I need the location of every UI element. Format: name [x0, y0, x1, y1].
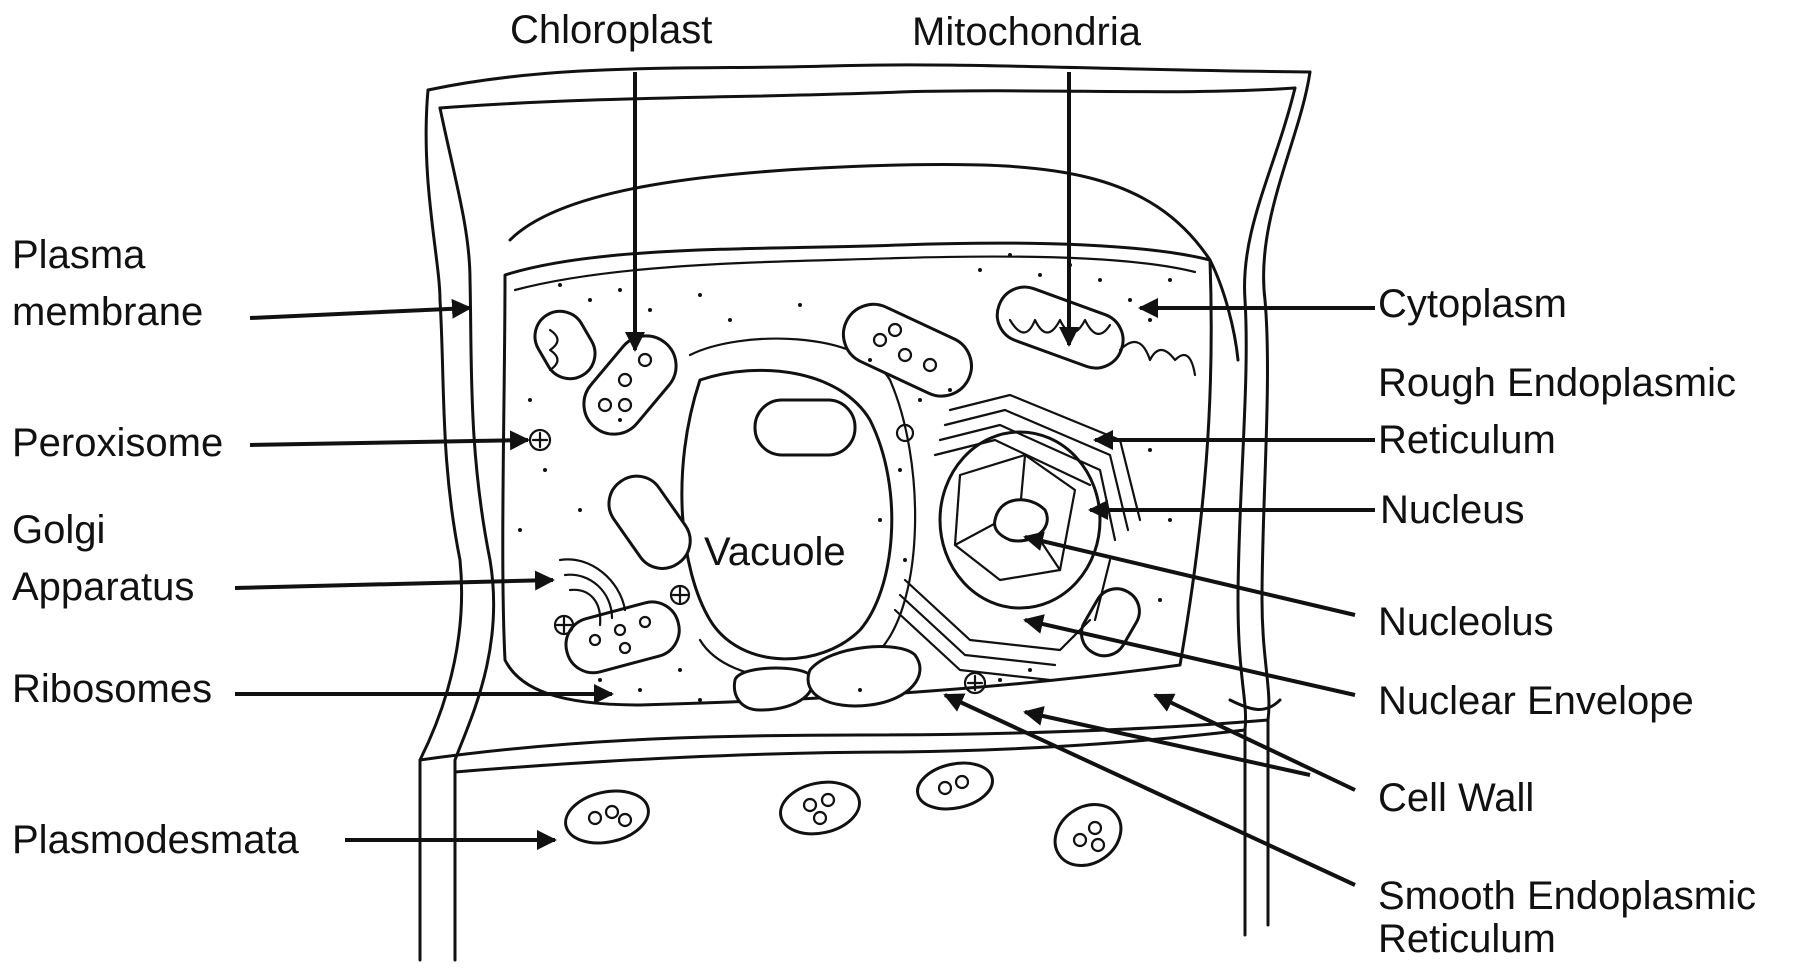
label-rough-er-line2: Reticulum [1378, 412, 1556, 469]
label-golgi-line2: Apparatus [12, 559, 194, 616]
label-mitochondria: Mitochondria [912, 4, 1141, 61]
label-vacuole: Vacuole [704, 524, 846, 581]
label-cytoplasm: Cytoplasm [1378, 276, 1567, 333]
label-plasmodesmata: Plasmodesmata [12, 812, 299, 869]
label-rough-er-line1: Rough Endoplasmic [1378, 355, 1736, 412]
label-cell-wall: Cell Wall [1378, 770, 1534, 827]
label-nuclear-envelope: Nuclear Envelope [1378, 673, 1694, 730]
leader-nuclear-envelope [1025, 620, 1355, 695]
label-chloroplast: Chloroplast [510, 2, 712, 59]
cell-wall-drawing [420, 65, 1310, 960]
label-nucleolus: Nucleolus [1378, 594, 1554, 651]
plasmodesmata-drawing [561, 757, 1133, 878]
label-plasma-membrane-line2: membrane [12, 284, 203, 341]
label-peroxisome: Peroxisome [12, 415, 223, 472]
label-nucleus: Nucleus [1380, 482, 1525, 539]
leader-golgi [235, 580, 553, 588]
vacuole-drawing [682, 339, 915, 679]
label-ribosomes: Ribosomes [12, 661, 212, 718]
label-golgi-line1: Golgi [12, 502, 105, 559]
leader-plasma-membrane [250, 308, 470, 318]
leader-peroxisome [250, 440, 528, 445]
label-plasma-membrane-line1: Plasma [12, 227, 145, 284]
leader-smooth-er [945, 695, 1355, 885]
label-smooth-er-line2: Reticulum [1378, 911, 1556, 968]
